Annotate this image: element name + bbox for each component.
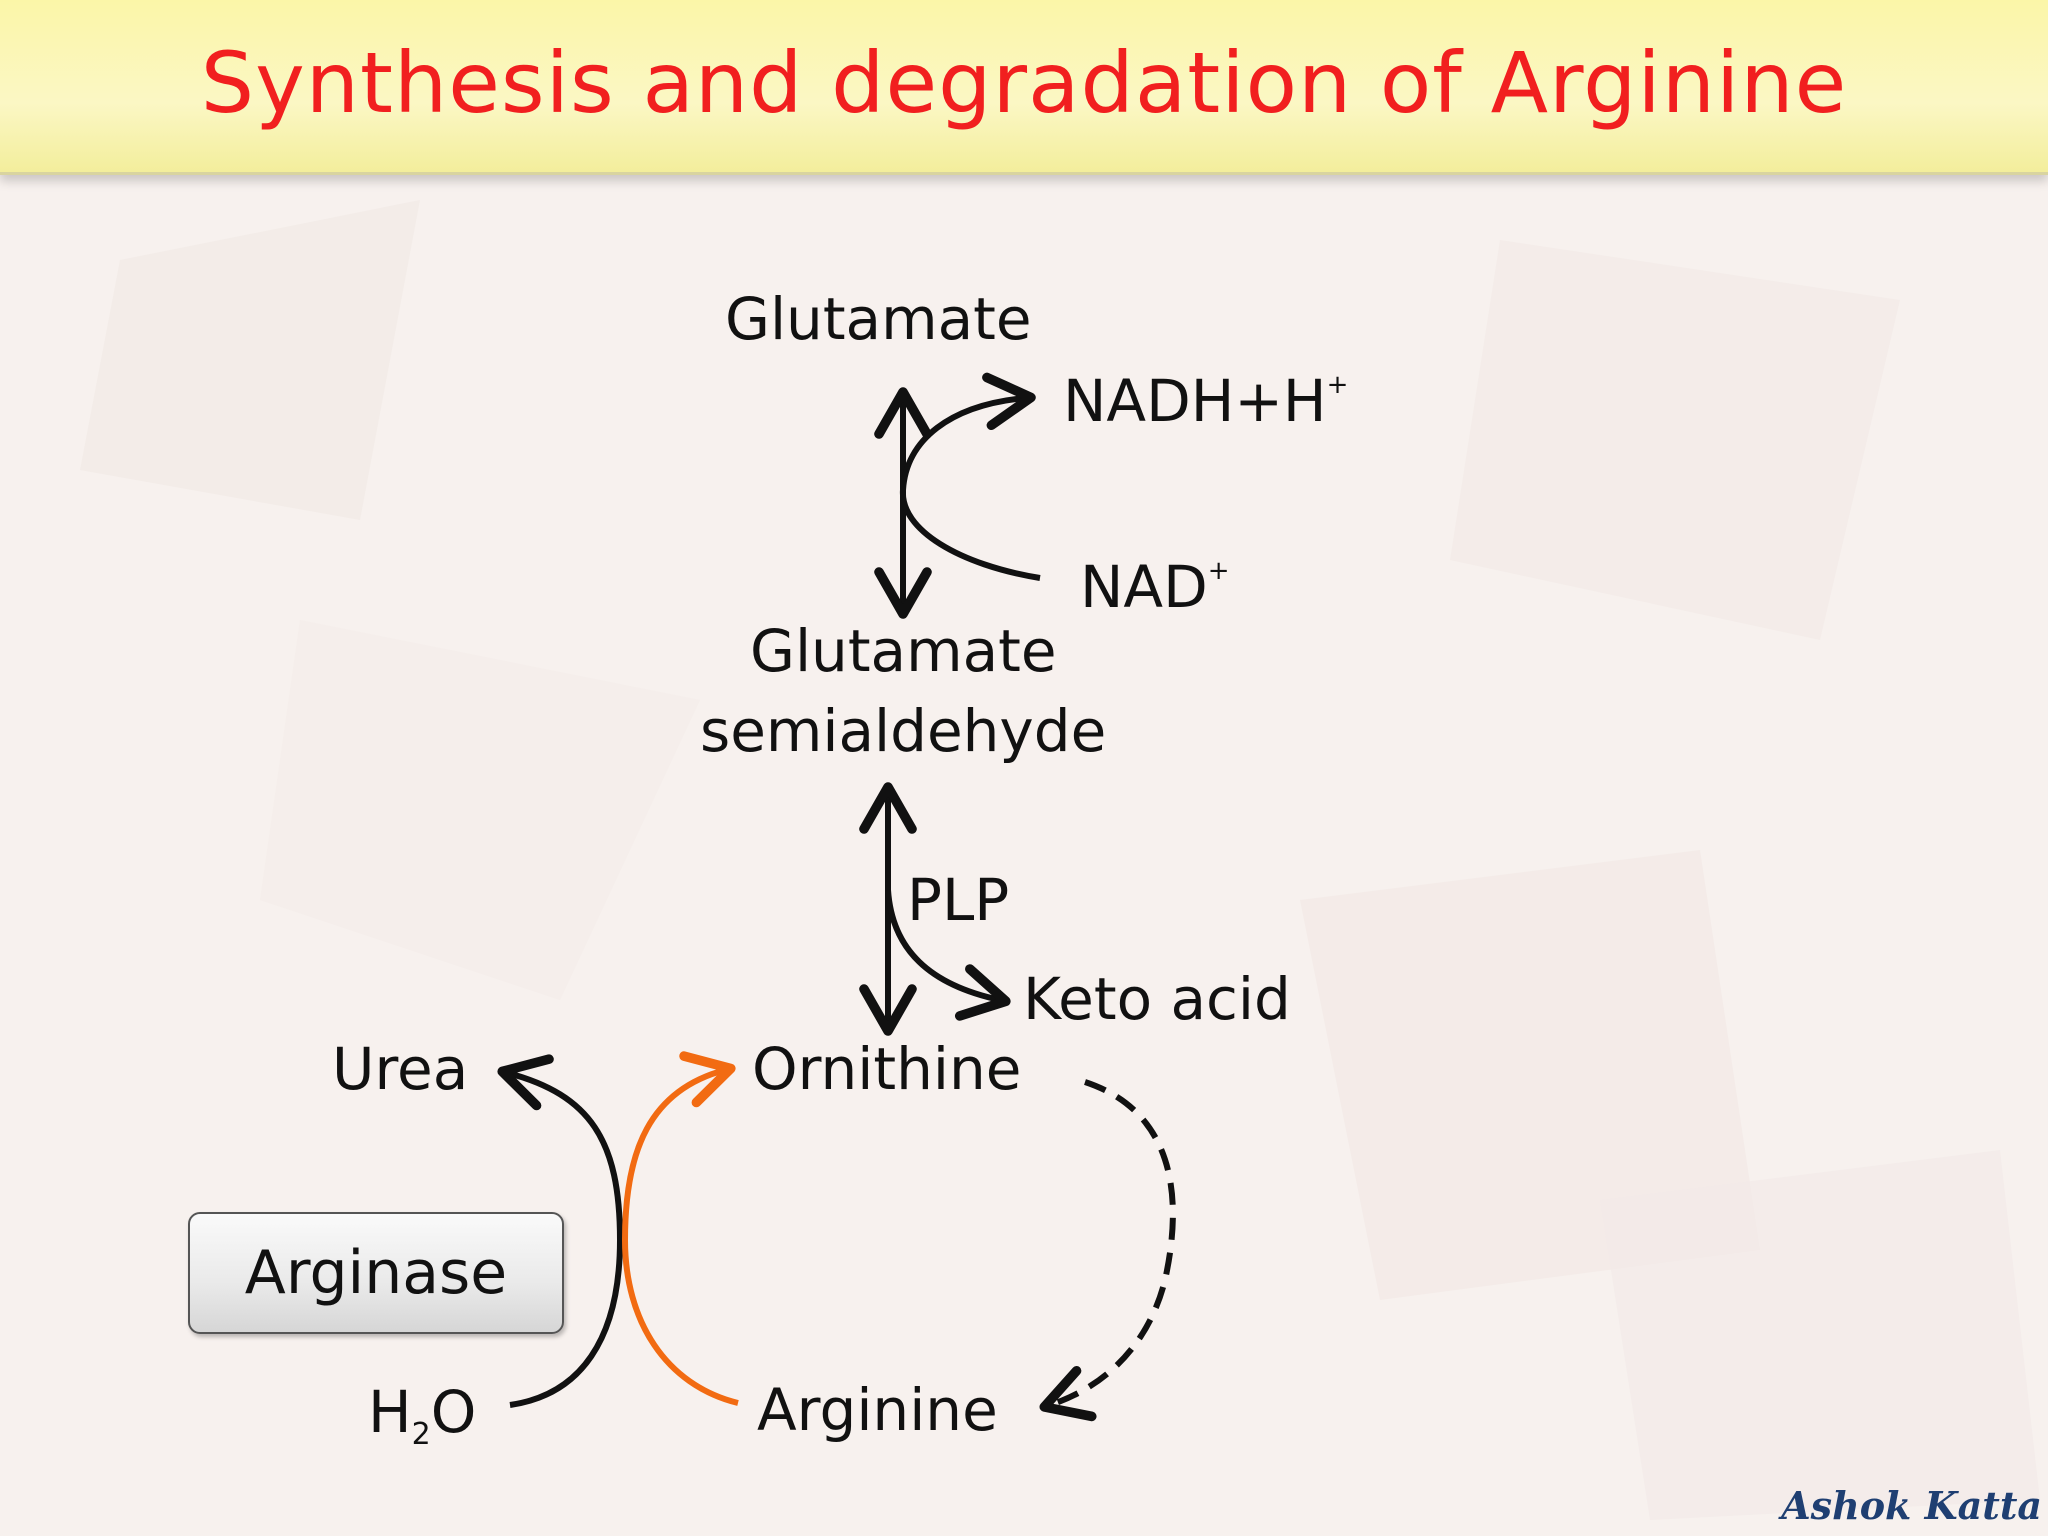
slide-title: Synthesis and degradation of Arginine [200, 34, 1848, 132]
ornithine-label: Ornithine [752, 1035, 1022, 1103]
nad-nadh-curved-arrow [899, 372, 1041, 581]
water-o: O [430, 1378, 477, 1446]
ornithine-to-arginine-dashed-arrow [1039, 1079, 1176, 1422]
glutamate-semialdehyde-label-line2: semialdehyde [700, 697, 1107, 765]
title-bar: Synthesis and degradation of Arginine [0, 0, 2048, 175]
nadh-text: NADH+H [1063, 367, 1327, 435]
plp-label: PLP [907, 866, 1010, 934]
author-watermark: Ashok Katta [1781, 1483, 2042, 1528]
water-label: H2O [368, 1383, 476, 1450]
nadh-charge: + [1326, 370, 1349, 400]
nad-label: NAD+ [1080, 558, 1230, 616]
arginine-to-ornithine-arrow [621, 1051, 739, 1406]
glutamate-label: Glutamate [725, 285, 1032, 353]
nad-charge: + [1207, 556, 1230, 586]
water-h: H [368, 1378, 412, 1446]
keto-acid-label: Keto acid [1023, 965, 1291, 1033]
urea-label: Urea [332, 1035, 469, 1103]
nad-text: NAD [1080, 553, 1208, 621]
plp-keto-acid-curved-arrow [885, 889, 1011, 1021]
arginine-label: Arginine [757, 1376, 998, 1444]
glutamate-semialdehyde-label-line1: Glutamate [750, 617, 1057, 685]
water-to-urea-arrow [497, 1054, 624, 1408]
nadh-label: NADH+H+ [1063, 372, 1348, 430]
arginase-enzyme-box: Arginase [188, 1212, 564, 1334]
water-subscript: 2 [411, 1417, 431, 1452]
